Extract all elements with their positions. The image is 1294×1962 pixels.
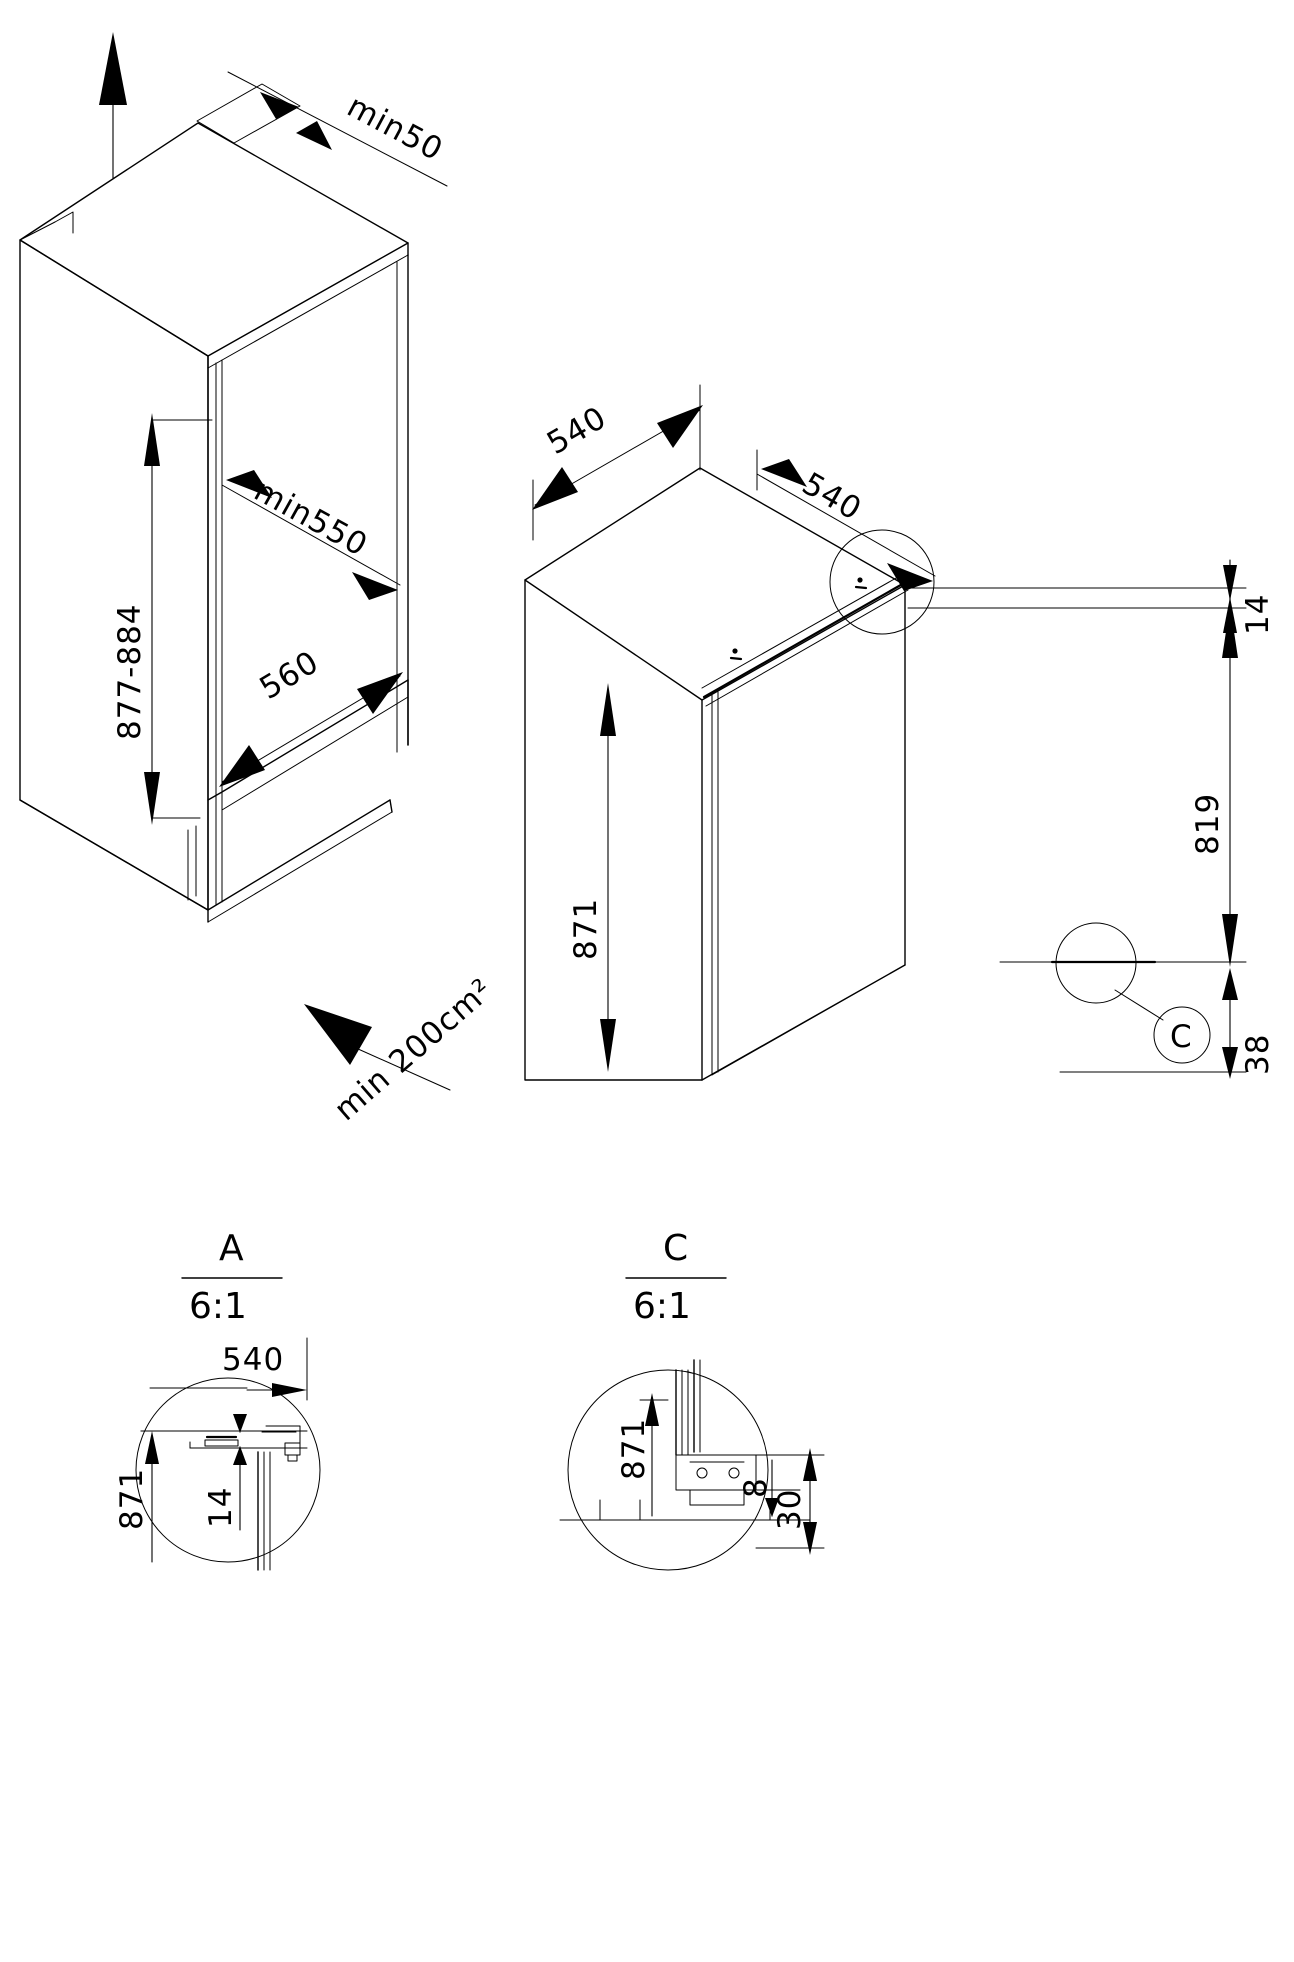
label-detail-c-inset: 8 [738, 1477, 774, 1498]
door-height-dimension [999, 605, 1247, 967]
detail-c-inset-dimension [755, 1459, 801, 1517]
label-detail-c-marker: C [1170, 1019, 1193, 1055]
detail-c-circle [567, 1369, 769, 1571]
detail-a-circle [135, 1377, 321, 1563]
detail-c-title: C [663, 1228, 688, 1269]
niche-isometric-view: min50 [19, 32, 500, 1128]
detail-a-gap-dimension [233, 1414, 247, 1531]
label-560: 560 [254, 644, 326, 707]
detail-circle-a [829, 529, 935, 635]
label-niche-height: 877-884 [112, 603, 148, 740]
label-detail-c-height: 871 [616, 1418, 652, 1480]
vent-area-leader [304, 1004, 451, 1091]
detail-c-foot-dimension [755, 1448, 825, 1555]
detail-a-width-dimension [149, 1337, 308, 1401]
detail-view-a: A 6:1 540 871 [114, 1228, 321, 1571]
detail-circle-c-marker [1055, 922, 1137, 1004]
label-plinth-height: 38 [1240, 1034, 1276, 1075]
niche-width-dimension [219, 672, 403, 787]
detail-a-title: A [219, 1228, 244, 1269]
min50-dimension [227, 71, 448, 187]
niche-height-dimension [144, 413, 213, 825]
plinth-height-dimension [1059, 968, 1247, 1079]
body-height-dimension [600, 683, 616, 1072]
label-min50: min50 [341, 88, 449, 168]
label-detail-a-gap: 14 [203, 1487, 239, 1528]
label-detail-a-width: 540 [222, 1342, 284, 1378]
top-depth-dimension [532, 384, 703, 541]
detail-c-scale: 6:1 [633, 1286, 691, 1327]
detail-c-height-dimension [639, 1393, 669, 1517]
detail-a-scale: 6:1 [189, 1286, 247, 1327]
detail-balloon-c [1153, 1006, 1211, 1064]
label-top-width: 540 [796, 466, 868, 528]
niche-depth-dimension [221, 470, 401, 600]
label-door-height: 819 [1190, 793, 1226, 855]
top-width-dimension [756, 449, 936, 591]
detail-view-c: C 6:1 871 8 [559, 1228, 825, 1571]
label-door-gap: 14 [1240, 594, 1276, 635]
label-min550: min550 [248, 473, 374, 564]
appliance-isometric-view: 540 540 14 819 [524, 384, 1276, 1081]
label-detail-c-foot: 30 [772, 1489, 808, 1530]
detail-a-height-dimension [140, 1430, 171, 1563]
label-body-height: 871 [568, 898, 604, 960]
door-gap-dimension [904, 559, 1247, 641]
label-top-depth: 540 [541, 400, 613, 462]
label-detail-a-height: 871 [114, 1468, 150, 1530]
airflow-arrow-up [99, 32, 127, 179]
